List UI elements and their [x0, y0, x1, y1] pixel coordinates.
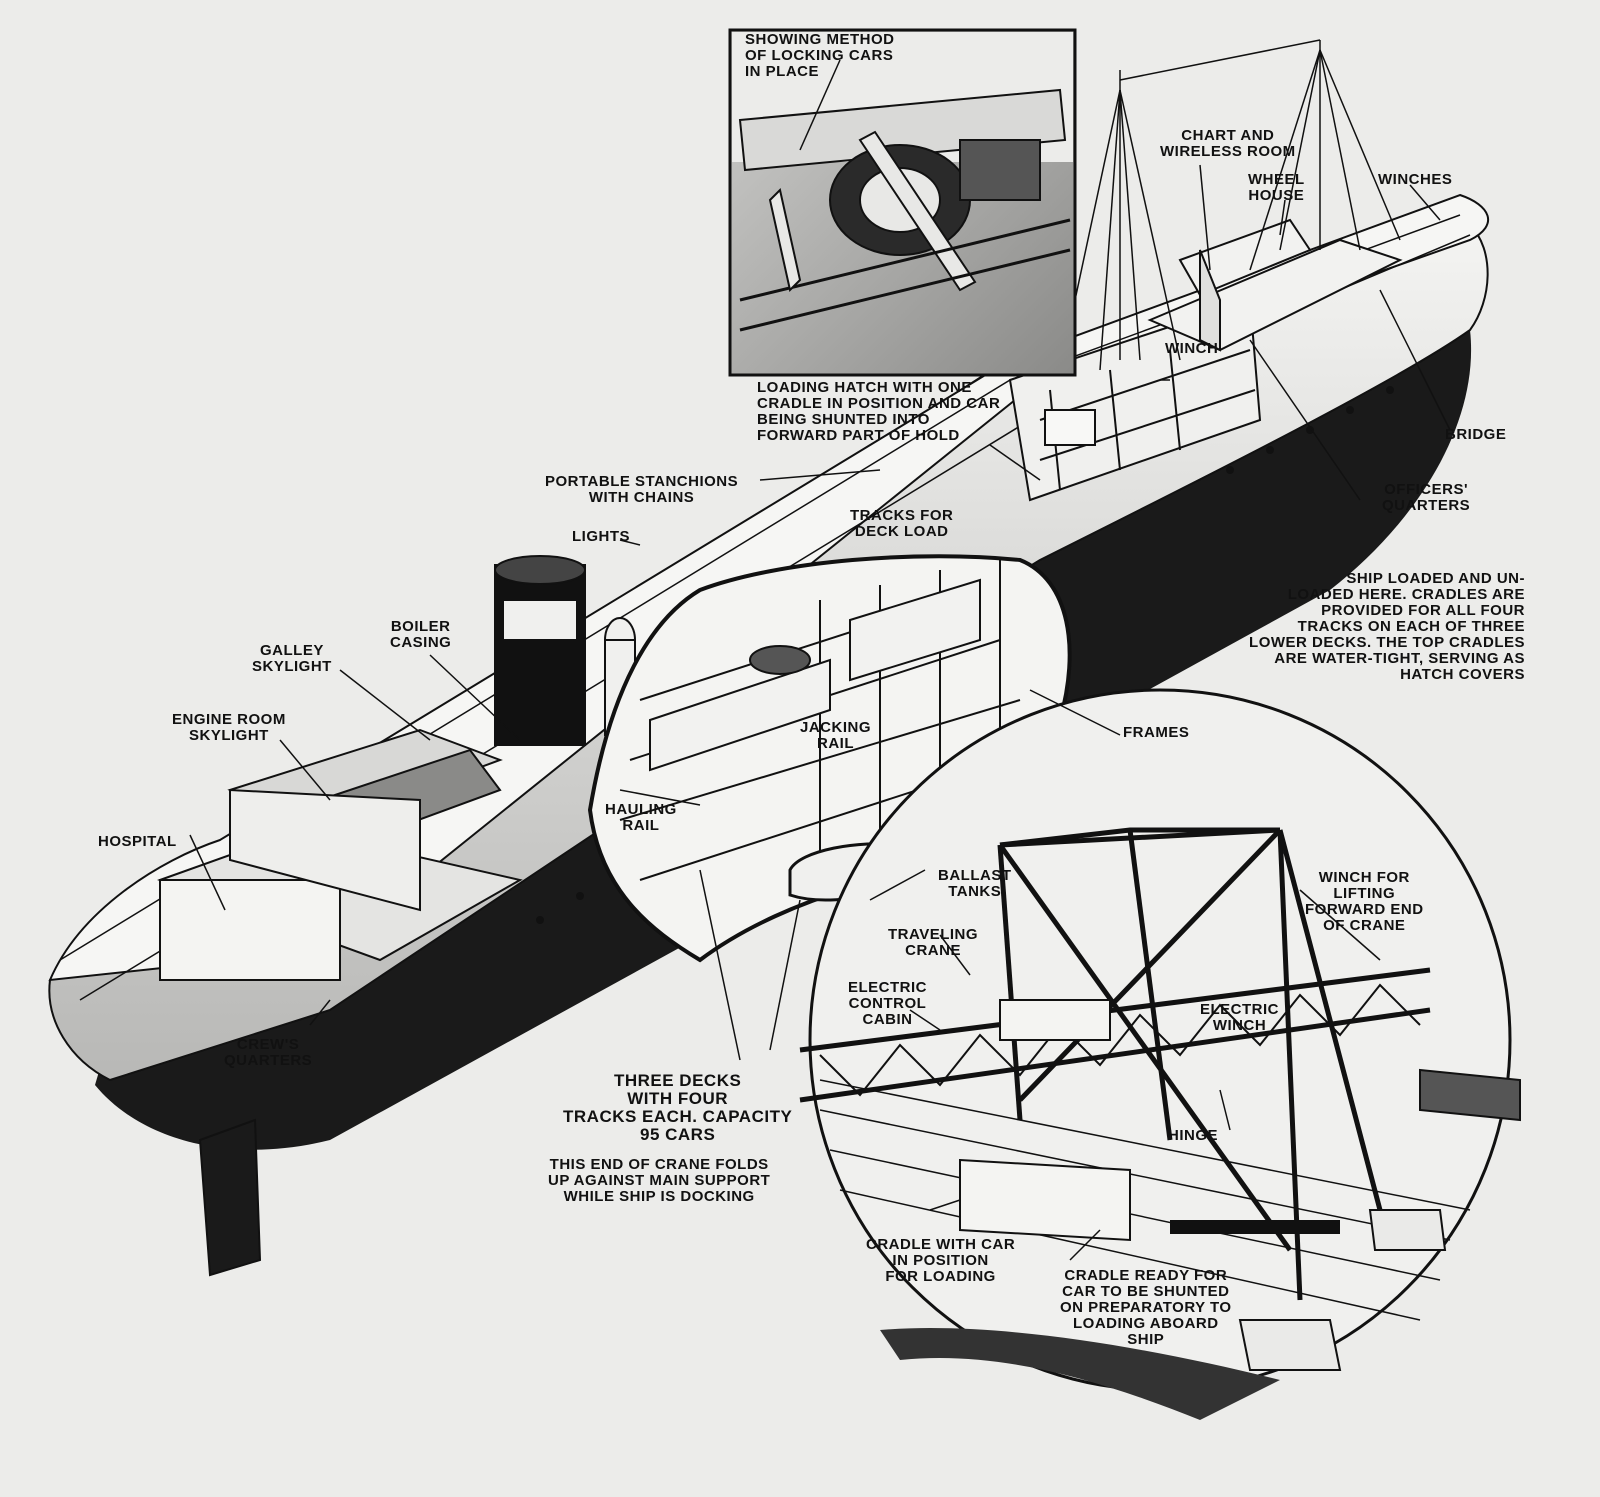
forward-hatch: [1008, 298, 1262, 502]
label-tracks-deck-load: TRACKS FOR DECK LOAD: [850, 507, 954, 540]
label-chart-wireless: CHART AND WIRELESS ROOM: [1160, 127, 1296, 160]
masts-rigging: [1059, 39, 1401, 371]
label-frames: FRAMES: [1123, 724, 1190, 741]
label-bridge: BRIDGE: [1445, 426, 1507, 443]
label-jacking-rail: JACKING RAIL: [800, 719, 872, 752]
leader-lines: [189, 59, 1451, 1261]
label-crews-quarters: CREW'S QUARTERS: [224, 1036, 313, 1069]
funnel: [494, 555, 636, 746]
label-three-decks: THREE DECKS WITH FOUR TRACKS EACH. CAPAC…: [563, 1071, 793, 1144]
aft-superstructure: [157, 728, 523, 981]
label-hauling-rail: HAULING RAIL: [605, 801, 677, 834]
label-ballast-tanks: BALLAST TANKS: [938, 867, 1012, 900]
label-showing-method: SHOWING METHOD OF LOCKING CARS IN PLACE: [745, 31, 895, 80]
label-winches: WINCHES: [1378, 171, 1453, 188]
label-boiler-casing: BOILER CASING: [390, 618, 452, 651]
crane-frame: [799, 827, 1431, 1301]
label-wheel-house: WHEEL HOUSE: [1248, 171, 1305, 204]
label-hospital: HOSPITAL: [98, 833, 177, 850]
label-engine-room-skylight: ENGINE ROOM SKYLIGHT: [172, 711, 286, 744]
label-electric-control-cabin: ELECTRIC CONTROL CABIN: [848, 979, 927, 1028]
label-winch-lifting: WINCH FOR LIFTING FORWARD END OF CRANE: [1305, 869, 1424, 934]
forward-superstructure: [1147, 218, 1403, 352]
rudder: [198, 1118, 262, 1277]
label-traveling-crane: TRAVELING CRANE: [888, 926, 979, 959]
label-winch: WINCH: [1165, 340, 1219, 357]
label-officers-quarters: OFFICERS' QUARTERS: [1382, 481, 1471, 514]
label-electric-winch: ELECTRIC WINCH: [1200, 1001, 1279, 1034]
rail-cars-in-hold: [649, 578, 981, 772]
label-cradle-with-car: CRADLE WITH CAR IN POSITION FOR LOADING: [866, 1236, 1016, 1285]
label-lights: LIGHTS: [572, 528, 630, 545]
label-cradle-ready: CRADLE READY FOR CAR TO BE SHUNTED ON PR…: [1060, 1267, 1232, 1348]
crane-circle-inset: [799, 688, 1521, 1420]
label-portable-stanchions: PORTABLE STANCHIONS WITH CHAINS: [545, 473, 739, 506]
label-ship-loaded: SHIP LOADED AND UN- LOADED HERE. CRADLES…: [1249, 570, 1525, 683]
label-galley-skylight: GALLEY SKYLIGHT: [252, 642, 332, 675]
label-loading-hatch: LOADING HATCH WITH ONE CRADLE IN POSITIO…: [757, 379, 1001, 444]
label-crane-folds: THIS END OF CRANE FOLDS UP AGAINST MAIN …: [548, 1156, 771, 1205]
label-hinge: HINGE: [1168, 1127, 1219, 1144]
locking-cars-inset: [728, 28, 1077, 377]
